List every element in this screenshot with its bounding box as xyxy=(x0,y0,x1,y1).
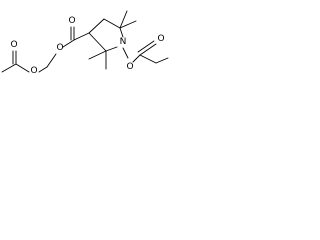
atom-n-ring: N xyxy=(120,37,127,47)
c5-methyls xyxy=(119,10,137,29)
bond-o-to-acyl xyxy=(132,54,141,63)
bond-carbonyl-to-ring xyxy=(73,32,90,41)
bond-methyl-end xyxy=(155,57,169,64)
bond-n-to-o xyxy=(122,47,129,59)
atom-o-carbonyl-right: O xyxy=(157,34,164,44)
bond-c2-to-c3 xyxy=(88,32,107,52)
atom-o-carbonyl-top: O xyxy=(68,16,75,26)
bond-ch2-to-o-ester xyxy=(46,53,57,68)
n-acetoxy-group xyxy=(122,40,169,64)
bond-o-ester-to-carbonyl xyxy=(62,39,75,48)
atom-o-ester-left: O xyxy=(56,43,63,53)
bond-o-to-ch2 xyxy=(38,66,48,73)
bond-acyl-double-a xyxy=(139,43,157,56)
bond-c5-to-n xyxy=(119,27,124,38)
left-acetyl-group xyxy=(1,50,57,73)
bond-c3-to-c4 xyxy=(88,18,105,34)
atom-o-ester-right: O xyxy=(30,66,37,76)
bond-c4-to-c5 xyxy=(103,18,121,29)
pyrrolidine-ring xyxy=(88,18,124,52)
bond-acyl-double-b xyxy=(137,40,155,53)
bond-n-to-c2 xyxy=(105,46,118,52)
atom-o-n-oxy: O xyxy=(126,62,133,72)
bond-methyl-to-carbonyl-left xyxy=(1,63,17,73)
atom-o-carbonyl-left: O xyxy=(10,40,17,50)
bond-carbonyl-left-to-o xyxy=(15,63,30,73)
bond-c5-methyl-up xyxy=(119,10,128,29)
ring-ester-group xyxy=(62,26,90,48)
bond-c5-methyl-right xyxy=(119,20,137,29)
c2-methyls xyxy=(88,50,107,70)
bond-acyl-to-methyl xyxy=(139,54,157,64)
bond-c2-methyl-left xyxy=(88,50,107,60)
structural-formula: O O O O N O O xyxy=(1,10,169,76)
